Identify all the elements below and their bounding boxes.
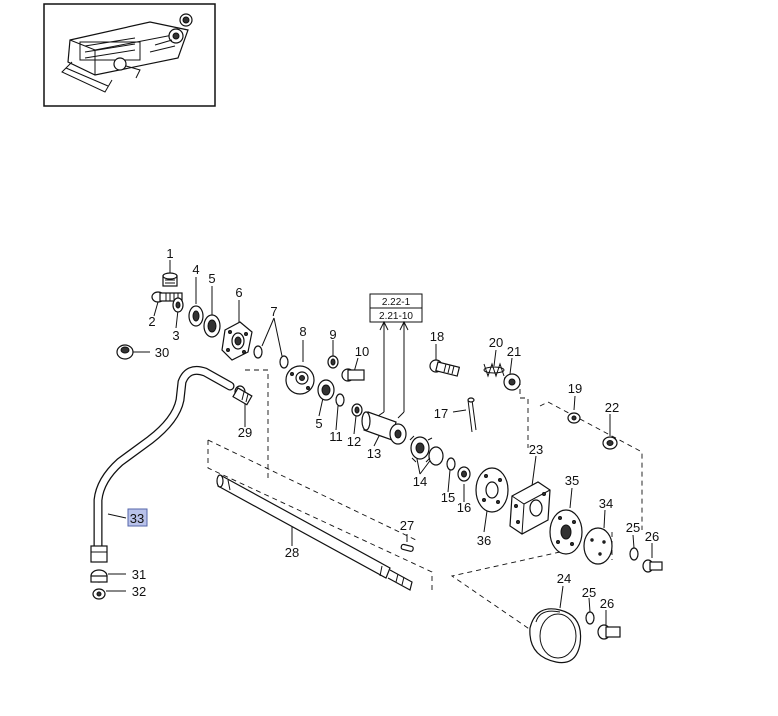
callout-11[interactable]: 11 (329, 429, 343, 444)
part-4-bushing[interactable] (188, 305, 204, 327)
part-7-rings[interactable] (253, 345, 289, 369)
part-8-hub[interactable] (285, 365, 315, 395)
callout-25-upper[interactable]: 25 (626, 520, 640, 535)
callout-32[interactable]: 32 (132, 584, 146, 599)
callout-19[interactable]: 19 (568, 381, 582, 396)
callout-26-lower[interactable]: 26 (600, 596, 614, 611)
part-22-nut[interactable] (602, 436, 618, 450)
callout-30[interactable]: 30 (155, 345, 169, 360)
callout-10[interactable]: 10 (355, 344, 369, 359)
callout-18[interactable]: 18 (430, 329, 444, 344)
part-6-flange[interactable] (221, 321, 253, 361)
callout-1[interactable]: 1 (166, 246, 173, 261)
part-26-bolt-lower[interactable] (597, 624, 621, 640)
part-13-shaft[interactable] (361, 411, 407, 445)
callout-26-upper[interactable]: 26 (645, 529, 659, 544)
part-1-bolt[interactable] (162, 272, 178, 287)
part-24-hub-cap[interactable] (529, 608, 582, 664)
reference-box-group: 2.22-1 2.21-10 (369, 293, 423, 419)
callout-8[interactable]: 8 (299, 324, 306, 339)
part-10-bolt[interactable] (341, 368, 365, 382)
part-30-nut[interactable] (116, 344, 134, 360)
callout-13[interactable]: 13 (367, 446, 381, 461)
part-15-washer[interactable] (446, 457, 456, 471)
callout-35[interactable]: 35 (565, 473, 579, 488)
callout-33[interactable]: 33 (130, 511, 144, 526)
callout-7[interactable]: 7 (270, 304, 277, 319)
callout-3[interactable]: 3 (172, 328, 179, 343)
callout-5-lower[interactable]: 5 (315, 416, 322, 431)
part-14-gears[interactable] (409, 435, 444, 466)
callout-15[interactable]: 15 (441, 490, 455, 505)
callout-21[interactable]: 21 (507, 344, 521, 359)
part-33-hose[interactable] (90, 365, 235, 563)
callout-17[interactable]: 17 (434, 406, 448, 421)
part-27-key[interactable] (400, 543, 414, 552)
callout-labels: 1 2 3 4 5 6 7 8 9 10 30 29 5 11 12 13 18… (130, 246, 659, 611)
part-21-nut[interactable] (503, 373, 521, 391)
parts (90, 272, 663, 664)
callout-34[interactable]: 34 (599, 496, 613, 511)
reference-box-1-label: 2.22-1 (382, 297, 411, 308)
part-32-fitting[interactable] (92, 588, 106, 600)
callout-16[interactable]: 16 (457, 500, 471, 515)
part-26-bolt-upper[interactable] (642, 559, 663, 573)
part-35-flange-disc[interactable] (549, 509, 583, 555)
part-18-bolt[interactable] (429, 359, 461, 377)
part-11-ring[interactable] (335, 393, 345, 407)
callout-27[interactable]: 27 (400, 518, 414, 533)
callout-22[interactable]: 22 (605, 400, 619, 415)
part-31-nut[interactable] (90, 569, 108, 583)
callout-36[interactable]: 36 (477, 533, 491, 548)
callout-31[interactable]: 31 (132, 567, 146, 582)
callout-23[interactable]: 23 (529, 442, 543, 457)
part-20-spring[interactable] (483, 362, 505, 378)
part-3-washer[interactable] (172, 297, 184, 313)
callout-25-lower[interactable]: 25 (582, 585, 596, 600)
callout-6[interactable]: 6 (235, 285, 242, 300)
callout-28[interactable]: 28 (285, 545, 299, 560)
callout-4[interactable]: 4 (192, 262, 199, 277)
part-28-axle-shaft[interactable] (216, 474, 413, 591)
part-9-washer[interactable] (327, 355, 339, 369)
part-23-housing[interactable] (509, 481, 551, 535)
callout-14[interactable]: 14 (413, 474, 427, 489)
reference-box-2[interactable] (369, 307, 423, 323)
callout-2[interactable]: 2 (148, 314, 155, 329)
part-34-disc[interactable] (583, 527, 613, 565)
callout-24[interactable]: 24 (557, 571, 571, 586)
part-29-fitting[interactable] (232, 385, 253, 406)
part-2-bolt[interactable] (151, 291, 183, 303)
callout-20[interactable]: 20 (489, 335, 503, 350)
callout-12[interactable]: 12 (347, 434, 361, 449)
part-25-washer-upper[interactable] (629, 547, 639, 561)
part-5-bearing-upper[interactable] (203, 314, 221, 338)
part-19-washer[interactable] (567, 412, 581, 424)
reference-box-2-label: 2.21-10 (379, 311, 413, 322)
overview-thumbnail-drawing (61, 13, 193, 93)
part-25-washer-lower[interactable] (585, 611, 595, 625)
overview-thumbnail[interactable] (43, 3, 216, 107)
part-5-bearing-lower[interactable] (317, 379, 335, 401)
assembly-guide-lines (207, 369, 643, 651)
part-12-washer[interactable] (351, 403, 363, 417)
callout-29[interactable]: 29 (238, 425, 252, 440)
part-36-flange-plate[interactable] (475, 467, 509, 513)
highlight-callout-33 (127, 508, 148, 527)
part-17-pin[interactable] (467, 397, 477, 433)
leader-lines (106, 260, 653, 626)
callout-5-upper[interactable]: 5 (208, 271, 215, 286)
part-16-nut[interactable] (457, 466, 471, 482)
callout-9[interactable]: 9 (329, 327, 336, 342)
